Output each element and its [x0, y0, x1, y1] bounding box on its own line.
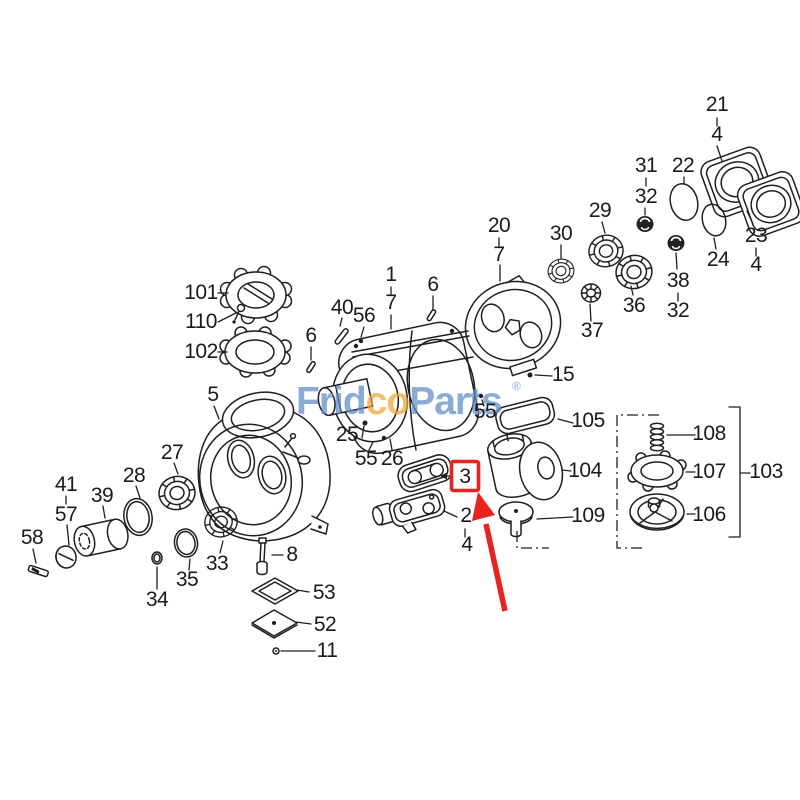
- part-label-7[interactable]: 7: [493, 243, 505, 266]
- part-spring-108: [649, 422, 665, 452]
- part-label-1[interactable]: 1: [385, 263, 397, 286]
- part-key-58: [27, 564, 49, 578]
- part-label-26[interactable]: 26: [381, 447, 404, 470]
- part-label-102[interactable]: 102: [184, 340, 218, 363]
- part-label-32[interactable]: 32: [667, 299, 690, 322]
- part-oring-22: [669, 183, 699, 221]
- part-label-56[interactable]: 56: [353, 304, 376, 327]
- part-label-107[interactable]: 107: [692, 460, 726, 483]
- part-oring-24: [701, 203, 727, 237]
- part-label-105[interactable]: 105: [571, 409, 605, 432]
- watermark-frid: Frid: [296, 380, 366, 423]
- part-gasket-105: [495, 396, 556, 435]
- watermark-parts: Parts: [409, 380, 502, 423]
- part-sleeve-39: [73, 518, 129, 557]
- watermark-text: FridcoParts: [296, 380, 502, 423]
- part-oring-28: [123, 497, 153, 537]
- watermark-co: co: [366, 380, 410, 423]
- part-label-20[interactable]: 20: [488, 214, 511, 237]
- part-bearing-27: [155, 472, 199, 514]
- watermark-registered-mark: ®: [512, 379, 521, 393]
- part-valve-109: [498, 501, 534, 538]
- part-label-39[interactable]: 39: [91, 484, 114, 507]
- highlight-layer: [449, 459, 508, 612]
- part-label-15[interactable]: 15: [552, 363, 575, 386]
- part-label-41[interactable]: 41: [55, 473, 78, 496]
- part-label-53[interactable]: 53: [313, 581, 336, 604]
- part-gasket-102: [219, 326, 292, 378]
- part-plate-23: [736, 171, 800, 237]
- part-label-55[interactable]: 55: [355, 447, 378, 470]
- part-pin-11: [272, 647, 280, 655]
- part-oring-34: [151, 551, 163, 565]
- part-label-101[interactable]: 101: [184, 281, 218, 304]
- part-label-21[interactable]: 21: [706, 93, 729, 116]
- part-label-30[interactable]: 30: [550, 222, 573, 245]
- part-cap-57: [55, 545, 77, 569]
- part-ring-32a: [635, 215, 655, 233]
- highlight-arrow-shaft: [483, 523, 508, 612]
- part-label-34[interactable]: 34: [146, 588, 170, 611]
- part-label-29[interactable]: 29: [589, 199, 612, 222]
- part-bracket-2: [372, 488, 446, 534]
- part-plate-52: [251, 609, 298, 639]
- part-label-23[interactable]: 23: [745, 224, 768, 247]
- part-plate-107: [627, 450, 687, 492]
- part-gasket-53: [251, 577, 299, 605]
- highlight-box: [449, 459, 481, 493]
- part-body-1: [317, 321, 479, 455]
- part-label-31[interactable]: 31: [635, 154, 658, 177]
- part-label-40[interactable]: 40: [331, 296, 354, 319]
- part-housing-5: [197, 391, 331, 542]
- part-label-58[interactable]: 58: [21, 526, 44, 549]
- part-label-7[interactable]: 7: [385, 291, 397, 314]
- part-label-103[interactable]: 103: [749, 460, 783, 483]
- part-label-4[interactable]: 4: [711, 123, 724, 146]
- part-label-37[interactable]: 37: [581, 319, 604, 342]
- part-label-109[interactable]: 109: [571, 504, 605, 527]
- part-label-25[interactable]: 25: [336, 423, 359, 446]
- part-cover-20: [464, 274, 562, 377]
- part-label-22[interactable]: 22: [672, 154, 695, 177]
- part-label-8[interactable]: 8: [286, 543, 298, 566]
- part-label-52[interactable]: 52: [314, 613, 337, 636]
- part-label-32[interactable]: 32: [635, 185, 658, 208]
- part-pin-110: [232, 303, 246, 324]
- part-label-5[interactable]: 5: [207, 383, 219, 406]
- part-gasket-3: [397, 454, 453, 493]
- part-label-35[interactable]: 35: [176, 568, 199, 591]
- part-bearing-30: [545, 255, 577, 287]
- part-label-2[interactable]: 2: [460, 504, 472, 527]
- part-label-3-highlighted[interactable]: 3: [459, 465, 471, 488]
- part-label-24[interactable]: 24: [707, 248, 731, 271]
- parts-artwork: [27, 146, 800, 655]
- part-label-55[interactable]: 55: [474, 400, 497, 423]
- part-oring-35: [173, 528, 199, 558]
- part-label-11[interactable]: 11: [317, 639, 338, 662]
- leader-lines: [32, 117, 757, 652]
- part-label-4[interactable]: 4: [750, 253, 763, 276]
- part-label-4[interactable]: 4: [461, 533, 474, 556]
- part-label-36[interactable]: 36: [623, 294, 646, 317]
- part-label-57[interactable]: 57: [55, 503, 78, 526]
- part-label-28[interactable]: 28: [123, 464, 146, 487]
- highlight-arrow-head: [472, 492, 495, 521]
- part-label-38[interactable]: 38: [667, 269, 690, 292]
- part-ring-38: [666, 234, 686, 252]
- part-rotor-104: [487, 433, 564, 501]
- part-label-6[interactable]: 6: [427, 273, 439, 296]
- part-ring-37: [580, 283, 602, 303]
- part-bolt-8: [256, 537, 268, 576]
- part-label-106[interactable]: 106: [692, 503, 726, 526]
- part-label-33[interactable]: 33: [206, 552, 229, 575]
- part-label-110[interactable]: 110: [185, 310, 217, 333]
- part-label-104[interactable]: 104: [568, 459, 603, 482]
- part-label-6[interactable]: 6: [305, 324, 317, 347]
- part-label-108[interactable]: 108: [692, 422, 726, 445]
- part-label-27[interactable]: 27: [161, 441, 184, 464]
- part-rotor-106: [629, 493, 685, 531]
